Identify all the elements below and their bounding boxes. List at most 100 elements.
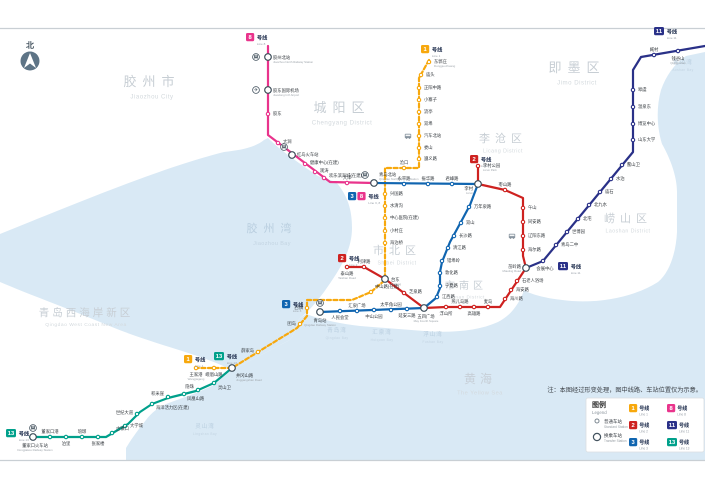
station-dot [265,111,271,117]
station-label-en: Jiaodong Int'l Airport [273,93,299,97]
station-dot [134,411,140,417]
station-dot [416,121,422,127]
station-label: 灵山卫 [218,384,232,391]
station-dot [630,87,636,93]
station-label: 水清沟 [390,202,403,209]
line-badge-square [667,404,676,413]
station-dot [401,290,407,296]
station-label: 小寨子 [424,96,438,103]
station-dot [416,133,422,139]
station-dot [437,283,443,289]
station-label: 北九水 [594,201,608,208]
line-badge-number: 2 [472,157,475,163]
station-label: 辽阳东路 [528,232,546,239]
metro-line-11 [524,44,705,270]
line-badge-suffix: 号线 [481,155,492,163]
station-label: 水泊 [616,175,625,182]
line-badge-square [667,421,677,430]
station-label: 麦岛 [484,298,493,305]
station-dot [302,161,308,167]
station-dot [312,169,318,175]
station-dot [79,434,85,440]
station-label-en: Taidong [391,282,402,286]
compass-arrow-icon [24,53,36,68]
line-badge-number: 3 [631,440,635,446]
station-label: 皋虞 [638,86,647,93]
station-label: 世博园 [572,228,585,235]
station-label: 胶东 [273,110,282,117]
station-label: 泊里 [62,440,71,447]
station-label: 钱谷山 [672,55,685,62]
station-dot [434,294,440,300]
station-dot [502,187,508,193]
line-badge-en: Line 13 [19,438,29,442]
railway-station-icon [316,299,324,307]
station-dot [416,97,422,103]
station-label: 清江路 [453,244,467,251]
station-label: 庙石 [605,188,614,195]
legend-title-en: Legend [592,410,607,415]
station-label: 双埠 [424,120,433,127]
station-dot [630,137,636,143]
station-dot [63,434,69,440]
station-dot [344,264,350,270]
station-dot [255,349,261,355]
station-dot [619,162,625,168]
station-label: 博览中心 [638,120,656,127]
line-badge-number: 2 [340,256,343,262]
region-label: 崂山区 [604,212,652,225]
station-label: 北宅 [583,215,592,222]
legend-title: 图例 [592,400,606,409]
station-label: 流亭 [424,108,433,115]
station-label: 峨眉山路 [205,371,223,378]
line-badge-suffix: 号线 [349,254,360,262]
compass-north-label: 北 [26,40,34,50]
line-badge-number: 8 [360,194,364,200]
station-dot [439,258,445,264]
water-label: 胶州湾 [247,221,298,235]
station-label: 君峰路 [446,175,460,182]
station-label: 延安三路 [398,312,416,319]
station-label: 正阳中路 [424,84,442,91]
region-label-en: Shinan District [447,295,485,300]
station-label: 鳌山卫 [627,161,641,168]
water-label-en: Qingdao Bay [326,336,349,340]
line-badge-square [348,192,357,201]
station-label: 中心医院(在建) [390,214,419,221]
station-dot [193,365,199,371]
line-badge-suffix: 号线 [639,405,649,412]
line-badge-square [246,33,255,42]
line-badge-en: Line 13 [227,361,237,365]
station-label: 苗岭路 [508,263,522,270]
transfer-station-dot [370,179,378,187]
station-label: 汽车北站 [424,132,442,139]
station-dot [564,229,570,235]
station-label: 隐珠 [185,383,194,390]
line-badge-number: 11 [560,264,567,270]
station-dot [457,304,463,310]
station-label: 海尔路 [528,246,542,253]
station-label: 小村庄 [390,227,404,234]
water-shape [0,138,352,370]
station-label-en: Wangjiagang [188,377,205,381]
station-label: 高雄路 [468,310,482,317]
station-dot [416,109,422,115]
station-dot [354,308,360,314]
station-label: 人民会堂 [331,314,349,321]
station-dot [471,304,477,310]
line-badge-suffix: 号线 [571,262,582,270]
railway-station-icon [252,53,260,61]
water-layer [0,52,705,461]
line-badge-number: 3 [284,302,288,308]
station-label: 西镇 [294,304,303,311]
station-dot [47,434,53,440]
region-label: 城阳区 [313,100,370,115]
station-label: 董家口港 [41,428,59,435]
line-badge-square [6,429,16,438]
station-label: 江西路 [442,293,456,300]
line-badge-square [338,254,347,263]
